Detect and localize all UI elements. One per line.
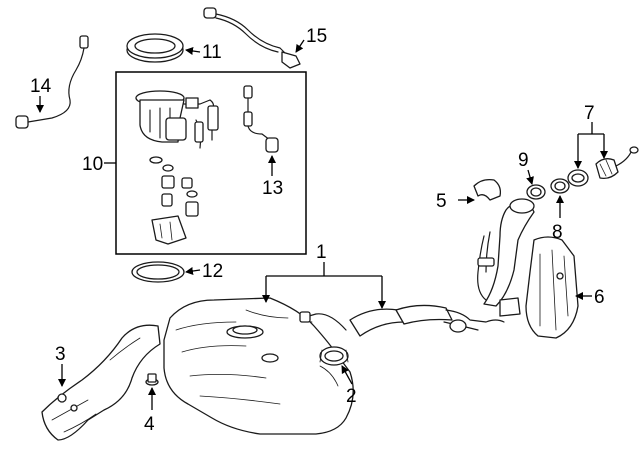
filler-seal[interactable]	[526, 184, 546, 200]
filler-grommet[interactable]	[319, 346, 349, 366]
fuel-filter[interactable]	[151, 215, 187, 245]
pump-small-parts	[149, 156, 199, 217]
callout-14: 14	[30, 76, 52, 97]
callout-12: 12	[202, 261, 223, 282]
callout-1: 1	[316, 242, 327, 263]
wiring-harness-14[interactable]	[15, 35, 89, 129]
lock-ring[interactable]	[126, 33, 184, 63]
callout-11: 11	[202, 42, 222, 63]
leader-lines	[36, 39, 608, 410]
filler-neck-hose[interactable]	[349, 304, 505, 337]
filler-bracket[interactable]	[473, 178, 502, 201]
vent-tube-15[interactable]	[203, 7, 301, 69]
fuel-line-clamp[interactable]	[299, 311, 347, 331]
callout-5: 5	[436, 191, 447, 212]
callout-15: 15	[306, 26, 327, 47]
wiring-harness-13[interactable]	[243, 85, 279, 153]
callout-10: 10	[82, 154, 103, 175]
fuel-pump-assembly[interactable]	[135, 90, 219, 149]
callout-3: 3	[55, 344, 66, 365]
tank-heat-shield[interactable]	[41, 324, 161, 441]
callout-labels: 1 2 3 4 5 6 7 8 9 10 11 12 13 14 15	[30, 26, 605, 435]
callout-4: 4	[144, 414, 155, 435]
callout-9: 9	[518, 150, 529, 171]
fuel-tank[interactable]	[163, 297, 354, 435]
filler-pipe[interactable]	[477, 198, 535, 317]
pump-gasket[interactable]	[131, 261, 185, 283]
callout-6: 6	[594, 287, 605, 308]
callout-7: 7	[584, 103, 595, 124]
filler-pipe-shield[interactable]	[525, 236, 579, 339]
filler-ring[interactable]	[550, 178, 570, 194]
callout-13: 13	[262, 178, 283, 199]
mount-bolt[interactable]	[145, 373, 159, 386]
fuel-cap[interactable]	[567, 146, 639, 187]
callout-2: 2	[346, 386, 357, 407]
callout-8: 8	[552, 222, 563, 243]
